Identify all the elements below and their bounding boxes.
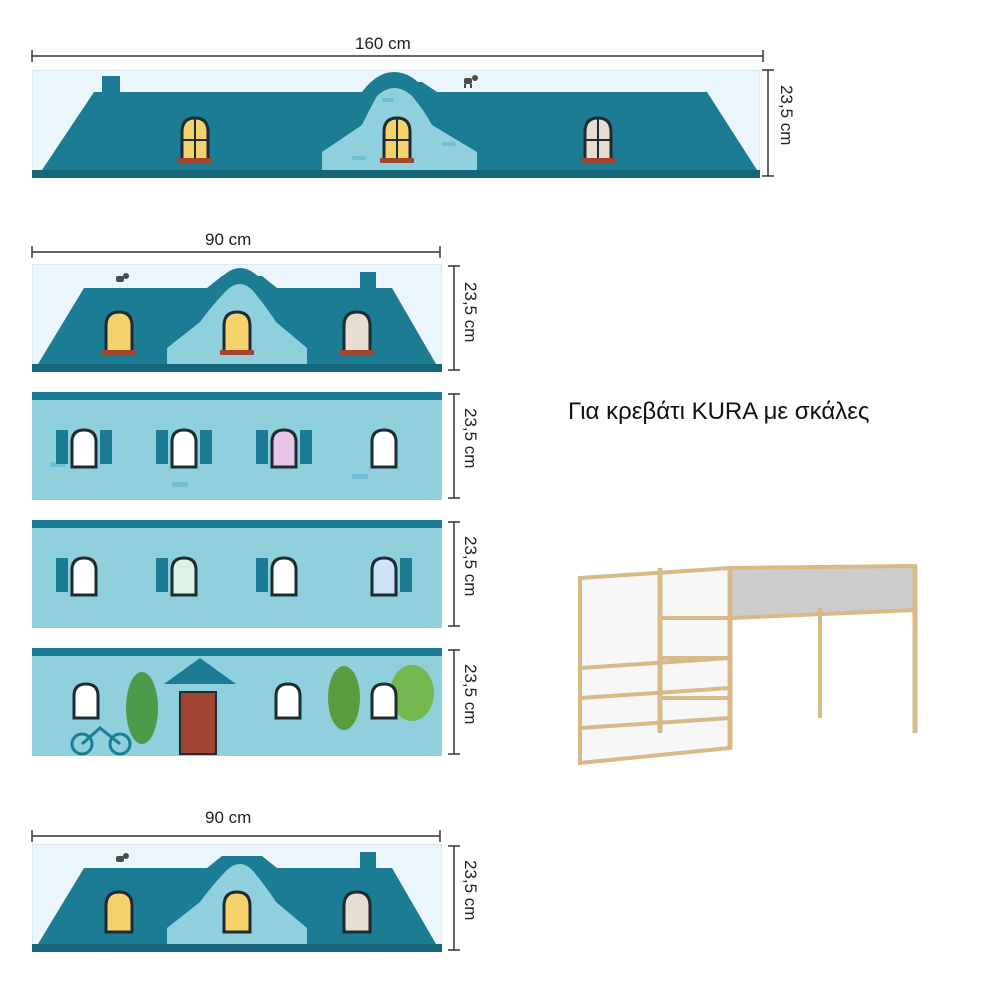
dimension-height-line-2 [446, 392, 462, 500]
cat-icon [116, 273, 129, 282]
bicycle-icon [70, 726, 132, 756]
tree-icon [126, 665, 434, 744]
dimension-90-line-bottom [30, 828, 442, 844]
dimension-height-line-5 [446, 844, 462, 952]
door-icon [164, 658, 236, 755]
height-label-panel-3: 23,5 cm [461, 536, 480, 597]
dimension-160-line [30, 48, 765, 64]
height-label-panel-4: 23,5 cm [461, 664, 480, 725]
cat-icon [464, 75, 478, 88]
dimension-160-height-line [760, 68, 776, 178]
dimension-height-line-3 [446, 520, 462, 628]
height-label-panel-1: 23,5 cm [461, 282, 480, 343]
dimension-90-line-top [30, 244, 442, 260]
panel-wall-b [32, 520, 442, 628]
width-label-90-top: 90 cm [205, 230, 252, 249]
width-label-160: 160 cm [355, 34, 411, 53]
panel-roof-160 [32, 70, 760, 178]
cat-icon [116, 853, 129, 862]
panel-wall-a [32, 392, 442, 500]
chimney-icon [102, 76, 120, 96]
panel-roof-90-bottom [32, 844, 442, 952]
panel-roof-90-top [32, 264, 442, 372]
caption: Για κρεβάτι KURA με σκάλες [568, 398, 870, 425]
dimension-height-line-1 [446, 264, 462, 372]
height-label-160: 23,5 cm [777, 85, 796, 146]
dimension-height-line-4 [446, 648, 462, 756]
height-label-panel-2: 23,5 cm [461, 408, 480, 469]
bed-icon [560, 548, 940, 788]
panel-wall-door [32, 648, 442, 756]
height-label-panel-5: 23,5 cm [461, 860, 480, 921]
chimney-icon [360, 272, 376, 290]
width-label-90-bottom: 90 cm [205, 808, 252, 827]
